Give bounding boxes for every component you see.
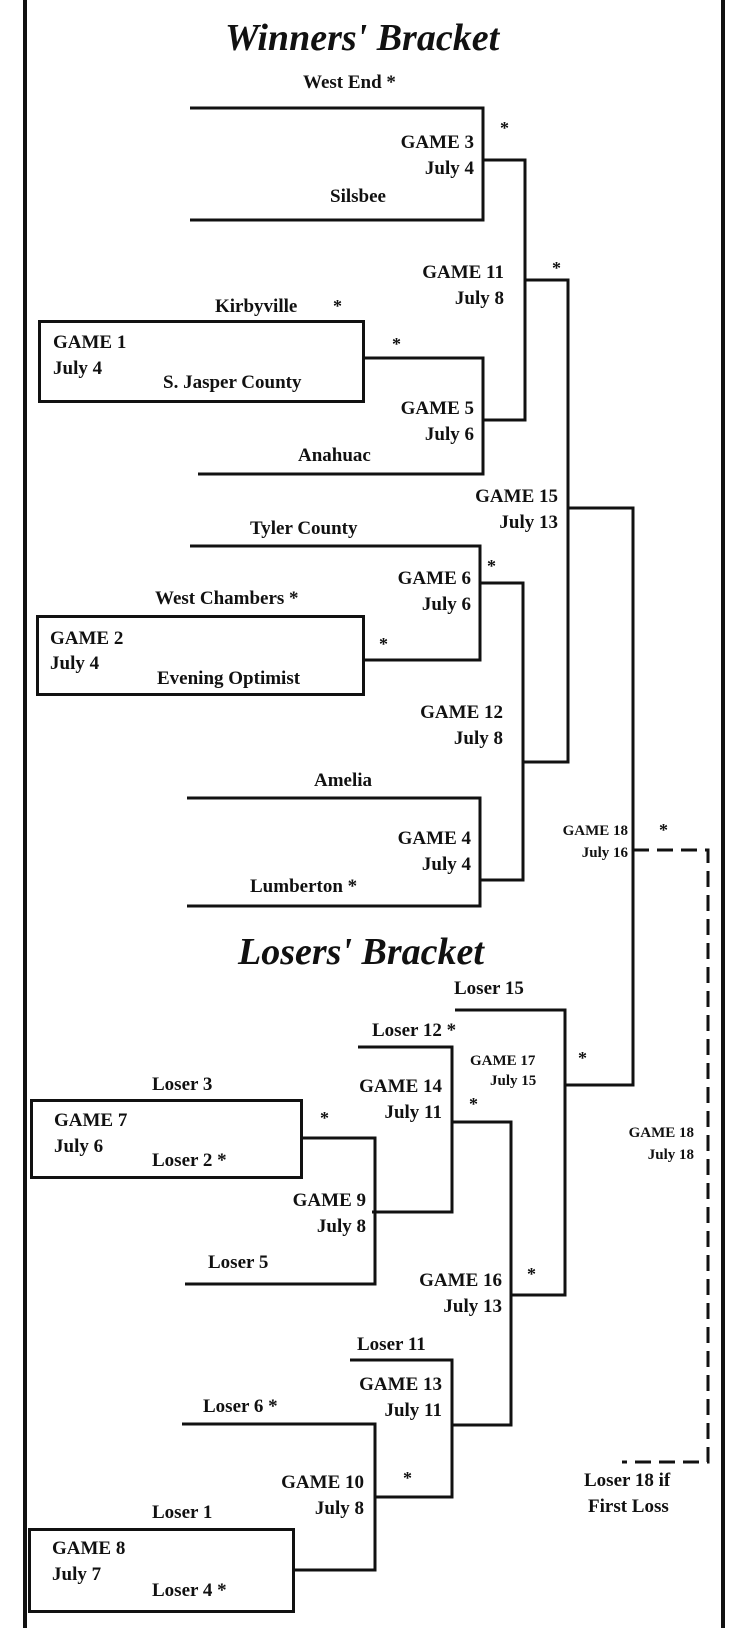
loser-18-line-1: Loser 18 if: [584, 1470, 671, 1491]
loser-12-label: Loser 12 *: [372, 1020, 457, 1041]
game-6-label: GAME 6: [397, 568, 471, 589]
g14-to-g16: [452, 1120, 513, 1427]
game-3-date: July 4: [424, 158, 474, 179]
game-13-label: GAME 13: [359, 1374, 442, 1395]
game-15-date: July 13: [499, 512, 558, 533]
loser-15-label: Loser 15: [454, 978, 524, 999]
loser-4-label: Loser 4 *: [152, 1580, 227, 1601]
loser-1-label: Loser 1: [152, 1502, 213, 1523]
game-17-label: GAME 17: [470, 1053, 536, 1069]
game-8-label: GAME 8: [52, 1538, 126, 1559]
g6-to-g12: [480, 581, 525, 882]
loser-2-label: Loser 2 *: [152, 1150, 227, 1171]
game-8-box: [28, 1528, 295, 1613]
winners-bracket-title: Winners' Bracket: [225, 17, 500, 59]
team-evening-optimist: Evening Optimist: [157, 668, 301, 689]
team-west-chambers: West Chambers *: [155, 588, 299, 609]
loser-18-line-2: First Loss: [588, 1496, 669, 1517]
g18-if-necessary-line: [622, 848, 710, 1464]
winner-marker: *: [552, 258, 561, 278]
game-5-date: July 6: [424, 424, 474, 445]
game-8-date: July 7: [52, 1564, 102, 1585]
g3-bracket: [190, 106, 485, 222]
game-14-label: GAME 14: [359, 1076, 442, 1097]
game-2-label: GAME 2: [50, 628, 124, 649]
g6-bracket: [190, 544, 482, 662]
team-silsbee: Silsbee: [330, 186, 386, 207]
winner-marker: *: [379, 634, 388, 654]
loser-11-label: Loser 11: [357, 1334, 426, 1355]
team-lumberton: Lumberton *: [250, 876, 358, 897]
game-4-date: July 4: [421, 854, 471, 875]
game-15-label: GAME 15: [475, 486, 558, 507]
winner-marker: *: [500, 118, 509, 138]
game-14-date: July 11: [384, 1102, 442, 1123]
game-12-label: GAME 12: [420, 702, 503, 723]
frame-left-border: [23, 0, 27, 1628]
game-7-label: GAME 7: [54, 1110, 128, 1131]
game-7-date: July 6: [54, 1136, 104, 1157]
game-6-date: July 6: [421, 594, 471, 615]
losers-bracket-title: Losers' Bracket: [238, 931, 484, 973]
game-16-label: GAME 16: [419, 1270, 502, 1291]
game-13-date: July 11: [384, 1400, 442, 1421]
game-11-date: July 8: [454, 288, 504, 309]
loser-3-label: Loser 3: [152, 1074, 213, 1095]
l11-g13: [350, 1358, 454, 1499]
game-18-label: GAME 18: [562, 823, 628, 839]
game-2-date: July 4: [50, 653, 100, 674]
g4-bracket: [187, 796, 482, 908]
l6-g10: [182, 1422, 377, 1572]
game-17-date: July 15: [490, 1073, 537, 1089]
game-4-label: GAME 4: [397, 828, 471, 849]
team-anahuac: Anahuac: [298, 445, 371, 466]
game-16-date: July 13: [443, 1296, 502, 1317]
game-19-label: GAME 18: [628, 1125, 694, 1141]
winner-marker: *: [659, 820, 668, 840]
g3-to-g11: [483, 158, 527, 422]
game-11-label: GAME 11: [422, 262, 504, 283]
winner-marker: *: [469, 1094, 478, 1114]
game-3-label: GAME 3: [400, 132, 474, 153]
team-kirbyville: Kirbyville: [215, 296, 298, 317]
team-west-end: West End *: [303, 72, 396, 93]
game-2-box: [36, 615, 365, 696]
game-7-box: [30, 1099, 303, 1179]
winner-marker: *: [333, 296, 342, 316]
team-amelia: Amelia: [314, 770, 373, 791]
game-1-label: GAME 1: [53, 332, 127, 353]
game-10-label: GAME 10: [281, 1472, 364, 1493]
game-19-date: July 18: [647, 1147, 694, 1163]
team-tyler-county: Tyler County: [250, 518, 358, 539]
winner-marker: *: [527, 1264, 536, 1284]
winner-marker: *: [403, 1468, 412, 1488]
game-1-date: July 4: [53, 358, 103, 379]
game-10-date: July 8: [314, 1498, 364, 1519]
winner-marker: *: [320, 1108, 329, 1128]
winner-marker: *: [392, 334, 401, 354]
team-s-jasper-county: S. Jasper County: [163, 372, 302, 393]
loser-5-label: Loser 5: [208, 1252, 269, 1273]
winner-marker: *: [487, 556, 496, 576]
g11-to-g15: [523, 278, 570, 764]
game-9-date: July 8: [316, 1216, 366, 1237]
winner-marker: *: [578, 1048, 587, 1068]
game-18-date: July 16: [581, 845, 628, 861]
g5-bracket: [198, 356, 485, 476]
game-9-label: GAME 9: [292, 1190, 366, 1211]
game-1-box: [38, 320, 365, 403]
game-5-label: GAME 5: [400, 398, 474, 419]
loser-6-label: Loser 6 *: [203, 1396, 278, 1417]
g15-to-g18: [568, 506, 635, 1087]
frame-right-border: [721, 0, 725, 1628]
l12-g14: [358, 1045, 454, 1214]
g7-to-g9: [185, 1136, 377, 1286]
game-12-date: July 8: [453, 728, 503, 749]
